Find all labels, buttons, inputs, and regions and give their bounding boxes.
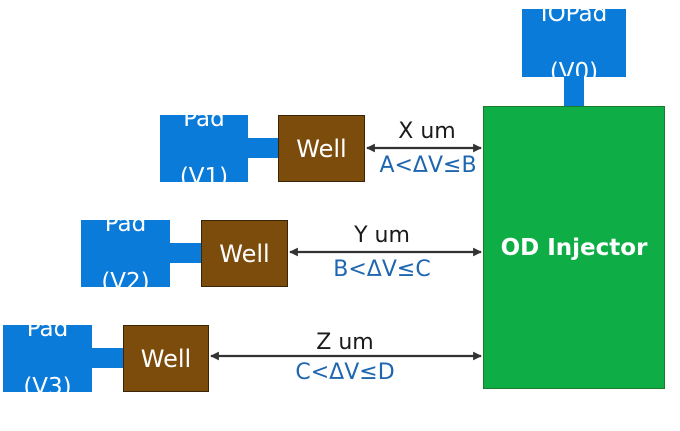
pad-v2-box: Pad (V2) <box>81 211 170 295</box>
pad-v1-box: Pad (V1) <box>160 106 248 190</box>
pad-v3-box: Pad (V3) <box>3 316 92 400</box>
pad-v1-connector <box>247 138 279 158</box>
pad-v3-label: Pad <box>26 316 69 342</box>
iopad-label: IOPad <box>540 0 608 27</box>
distance-arrows <box>210 143 482 361</box>
pad-v1-label: Pad <box>183 106 225 132</box>
pad-v3-voltage: (V3) <box>23 374 72 400</box>
range-2-label: B<ΔV≤C <box>333 257 431 282</box>
pad-v2-label: Pad <box>104 211 147 237</box>
od-injector-label: OD Injector <box>500 234 648 261</box>
well-1-label: Well <box>296 134 347 163</box>
od-injector-box: OD Injector <box>483 106 665 389</box>
well-3-label: Well <box>140 344 192 373</box>
pad-v2-voltage: (V2) <box>101 269 150 295</box>
well-1-box: Well <box>278 115 365 182</box>
iopad-connector <box>564 76 584 107</box>
pad-v3-connector <box>91 348 124 368</box>
distance-x-label: X um <box>398 119 456 144</box>
range-1-label: A<ΔV≤B <box>379 153 477 178</box>
pad-v2-connector <box>169 243 202 263</box>
range-3-label: C<ΔV≤D <box>295 360 395 385</box>
well-3-box: Well <box>123 325 209 392</box>
pad-v1-voltage: (V1) <box>179 164 229 190</box>
iopad-box: IOPad (V0) <box>522 1 626 85</box>
distance-y-label: Y um <box>354 223 410 248</box>
well-2-label: Well <box>219 239 270 268</box>
distance-z-label: Z um <box>316 330 374 355</box>
well-2-box: Well <box>201 220 288 287</box>
